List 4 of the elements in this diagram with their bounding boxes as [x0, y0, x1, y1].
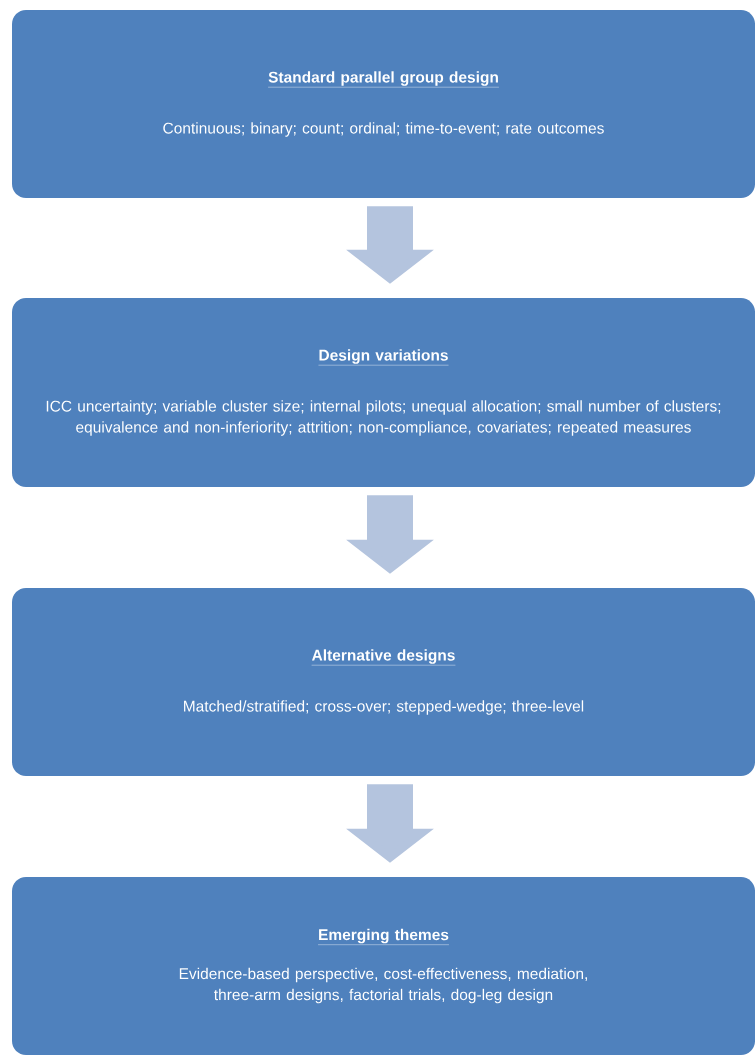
process-box: Standard parallel group design Continuous; binary; count; ordinal; time-to-event; rate outcomes: [12, 10, 755, 198]
process-box: Design variations ICC uncertainty; variable cluster size; internal pilots; unequal allocation; small number of clusters; equivalence and non-inferiority; attrition; non-compliance, covariates; repeated measures: [12, 298, 755, 487]
process-box: Alternative designs Matched/stratified; cross-over; stepped-wedge; three-level: [12, 588, 755, 776]
process-box: Emerging themes Evidence-based perspective, cost-effectiveness, mediation, three-arm designs, factorial trials, dog-leg design: [12, 877, 755, 1055]
